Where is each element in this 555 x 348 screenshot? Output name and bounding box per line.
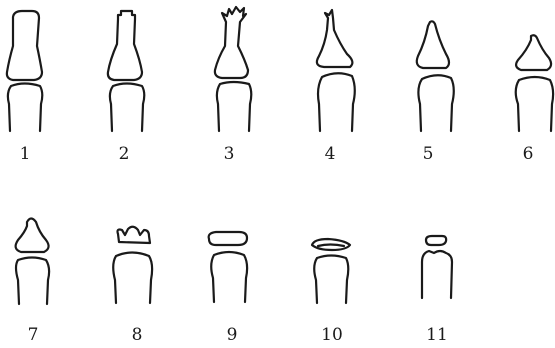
figure-label-6: 6 <box>523 144 534 164</box>
middle-phalanx-10 <box>314 256 348 304</box>
figure-label-4: 4 <box>325 144 336 164</box>
figure-7: 7 <box>16 219 50 346</box>
distal-phalanx-8 <box>118 227 151 243</box>
distal-phalanx-5 <box>417 21 449 68</box>
figure-label-7: 7 <box>28 325 39 345</box>
figure-label-1: 1 <box>20 144 31 164</box>
figure-label-10: 10 <box>321 325 343 345</box>
distal-phalanx-3 <box>215 7 248 78</box>
distal-phalanx-2 <box>108 11 142 80</box>
figure-9: 9 <box>209 232 247 345</box>
figure-1: 1 <box>7 11 42 164</box>
middle-phalanx-5 <box>418 75 453 131</box>
middle-phalanx-4 <box>318 73 355 131</box>
figure-2: 2 <box>108 11 144 164</box>
figure-label-3: 3 <box>224 144 235 164</box>
distal-phalanx-6 <box>516 35 551 70</box>
middle-phalanx-2 <box>110 84 144 132</box>
distal-phalanx-4 <box>317 10 353 67</box>
figure-3: 3 <box>215 7 251 164</box>
figure-4: 4 <box>317 10 355 164</box>
middle-phalanx-1 <box>8 84 42 132</box>
figure-label-9: 9 <box>227 325 238 345</box>
figure-5: 5 <box>417 21 454 164</box>
figure-label-11: 11 <box>426 325 448 345</box>
middle-phalanx-6 <box>516 77 553 131</box>
figure-11: 11 <box>422 236 452 345</box>
distal-phalanx-7 <box>16 219 49 253</box>
figure-label-2: 2 <box>119 144 130 164</box>
distal-phalanx-11 <box>426 236 446 245</box>
distal-phalanx-1 <box>7 11 42 80</box>
figure-label-5: 5 <box>423 144 434 164</box>
middle-phalanx-11 <box>422 251 452 298</box>
figure-8: 8 <box>113 227 152 345</box>
middle-phalanx-8 <box>113 253 152 304</box>
middle-phalanx-7 <box>16 258 49 305</box>
distal-phalanx-10-inner <box>318 245 344 247</box>
distal-phalanx-9 <box>209 232 247 245</box>
figure-label-8: 8 <box>132 325 143 345</box>
middle-phalanx-3 <box>217 82 251 131</box>
middle-phalanx-9 <box>211 252 247 302</box>
figure-6: 6 <box>516 35 553 164</box>
figure-10: 10 <box>312 239 350 345</box>
